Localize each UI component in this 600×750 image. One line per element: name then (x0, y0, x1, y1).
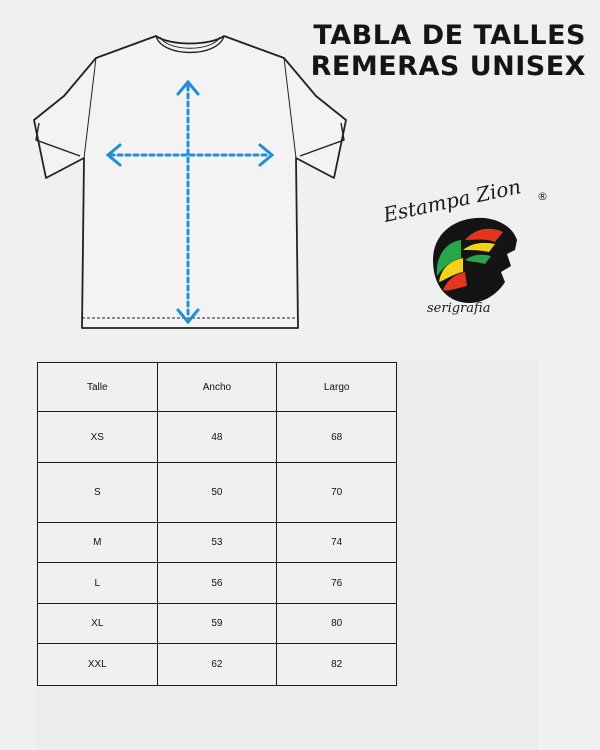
page-title: TABLA DE TALLES REMERAS UNISEX (286, 20, 586, 82)
cell-talle: M (37, 522, 158, 563)
measurement-arrows (105, 79, 275, 325)
header-largo: Largo (276, 362, 397, 412)
header-ancho: Ancho (156, 362, 278, 412)
brand-logo: Estampa Zion ® serigrafia (385, 182, 548, 316)
title-line-1: TABLA DE TALLES (313, 20, 586, 51)
trademark-symbol: ® (537, 190, 548, 203)
brand-tagline: serigrafia (427, 301, 490, 316)
cell-ancho: 53 (156, 522, 278, 563)
brand-wordmark: Estampa Zion (385, 182, 523, 227)
table-row: S 50 70 (37, 462, 397, 523)
size-table: Talle Ancho Largo XS 48 68 S 50 70 M 53 … (37, 362, 397, 686)
table-row: XS 48 68 (37, 411, 397, 463)
cell-largo: 70 (276, 462, 397, 523)
title-line-2: REMERAS UNISEX (310, 51, 586, 82)
cell-ancho: 62 (156, 643, 278, 686)
cell-largo: 80 (276, 603, 397, 644)
cell-talle: XS (37, 411, 158, 463)
cell-talle: XL (37, 603, 158, 644)
cell-talle: XXL (37, 643, 158, 686)
header-talle: Talle (37, 362, 158, 412)
cell-talle: L (37, 562, 158, 604)
cell-talle: S (37, 462, 158, 523)
cell-largo: 76 (276, 562, 397, 604)
tshirt-diagram (33, 35, 347, 329)
lion-icon (433, 217, 517, 304)
cell-largo: 74 (276, 522, 397, 563)
cell-largo: 82 (276, 643, 397, 686)
cell-ancho: 48 (156, 411, 278, 463)
table-header-row: Talle Ancho Largo (37, 362, 397, 412)
cell-largo: 68 (276, 411, 397, 463)
cell-ancho: 50 (156, 462, 278, 523)
cell-ancho: 56 (156, 562, 278, 604)
table-row: XL 59 80 (37, 603, 397, 644)
table-row: L 56 76 (37, 562, 397, 604)
cell-ancho: 59 (156, 603, 278, 644)
table-row: M 53 74 (37, 522, 397, 563)
table-row: XXL 62 82 (37, 643, 397, 686)
